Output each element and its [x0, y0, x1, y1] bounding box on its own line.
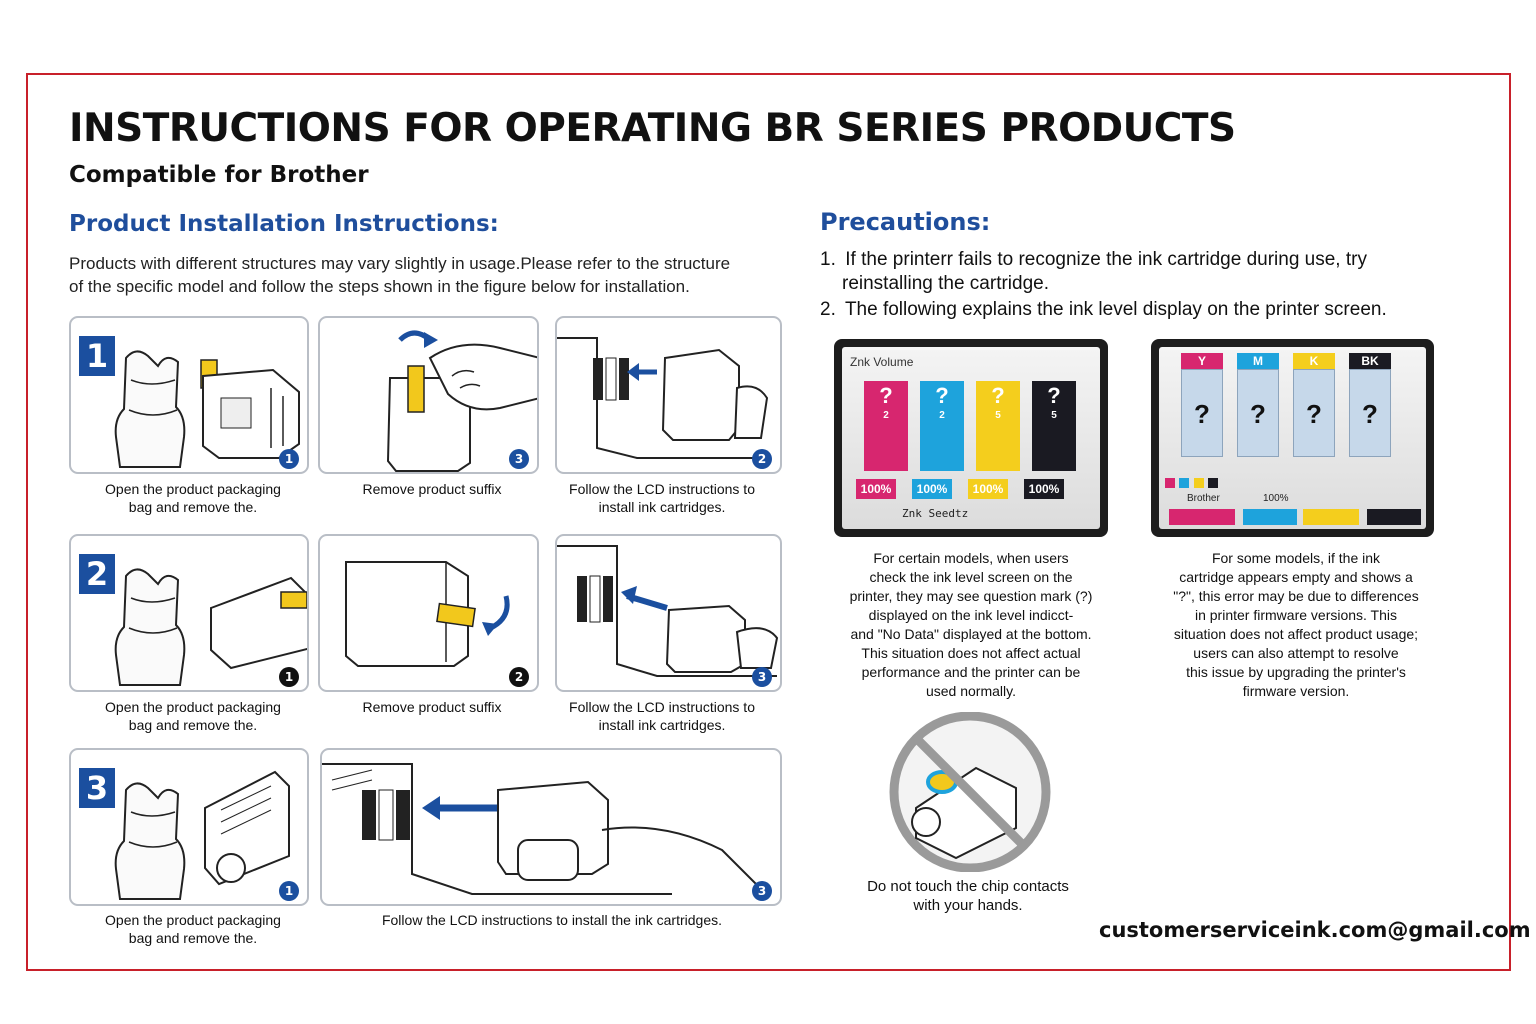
sequence-number: 3: [752, 881, 772, 901]
ink-bar: ?: [1349, 369, 1391, 457]
description-line: this issue by upgrading the printer's: [1186, 664, 1406, 680]
intro-line-2: of the specific model and follow the ste…: [69, 277, 690, 296]
caption: Follow the LCD instructions to install t…: [381, 912, 723, 928]
description-line: situation does not affect product usage;: [1173, 626, 1419, 642]
step-2-panel-3: 3: [555, 534, 782, 692]
ink-bar-label: K: [1293, 353, 1335, 369]
step-badge: 3: [79, 768, 115, 808]
question-mark: ?: [879, 383, 893, 408]
screen-1-description: For certain models, when users check the …: [826, 549, 1116, 701]
remove-tab-illustration: [386, 330, 537, 472]
ink-bar: ?2: [864, 381, 908, 471]
bar-sub: 2: [883, 410, 889, 421]
remove-suffix-illustration: [345, 561, 510, 667]
sequence-number: 1: [279, 667, 299, 687]
step-3-panel-1: 3 1: [69, 748, 309, 906]
caption: Open the product packaging bag and remov…: [105, 699, 281, 733]
precaution-item: 1. If the printerr fails to recognize th…: [820, 249, 1367, 294]
screen-brand: Brother: [1187, 493, 1220, 504]
installation-heading: Product Installation Instructions:: [69, 211, 499, 237]
warning-text: Do not touch the chip contacts with your…: [867, 878, 1069, 914]
description-line: in printer firmware versions. This: [1194, 607, 1398, 623]
installation-intro: Products with different structures may v…: [69, 252, 789, 298]
bar-sub: 5: [995, 410, 1001, 421]
mini-ink-icons: [1165, 475, 1219, 493]
step-2-panel-1: 2 1: [69, 534, 309, 692]
ink-bar: ?: [1181, 369, 1223, 457]
ink-bar-label: Y: [1181, 353, 1223, 369]
step-1-panel-2: 3: [318, 316, 539, 474]
screen-2-description: For some models, if the ink cartridge app…: [1148, 549, 1444, 701]
package-bag-illustration: [114, 770, 290, 900]
description-line: printer, they may see question mark (?): [849, 588, 1093, 604]
caption: Open the product packaging bag and remov…: [105, 912, 281, 946]
package-bag-illustration: [114, 568, 307, 686]
question-mark: ?: [991, 383, 1005, 408]
page-title: INSTRUCTIONS FOR OPERATING BR SERIES PRO…: [69, 106, 1236, 151]
step-2-panel-2: 2: [318, 534, 539, 692]
description-line: users can also attempt to resolve: [1193, 645, 1399, 661]
screen-pct: 100%: [1263, 493, 1289, 504]
ink-percent: 100%: [912, 479, 952, 499]
intro-line-1: Products with different structures may v…: [69, 254, 731, 273]
description-line: firmware version.: [1242, 683, 1350, 699]
ink-bar-label: BK: [1349, 353, 1391, 369]
ink-percent: 100%: [856, 479, 896, 499]
question-mark: ?: [935, 383, 949, 408]
step-1-panel-1: 1 1: [69, 316, 309, 474]
caption: Remove product suffix: [362, 481, 502, 497]
contact-email[interactable]: customerserviceink.com@gmail.com: [1099, 918, 1531, 942]
no-touch-chip-icon: [889, 712, 1051, 872]
ink-bar: ?: [1293, 369, 1335, 457]
screen-label: Znk Volume: [850, 355, 914, 369]
step-1-panel-3: 2: [555, 316, 782, 474]
ink-bar: ?5: [1032, 381, 1076, 471]
ink-percent: 100%: [1024, 479, 1064, 499]
page-frame: [26, 73, 1511, 971]
description-line: "?", this error may be due to difference…: [1173, 588, 1419, 604]
caption: Follow the LCD instructions to install i…: [569, 481, 755, 515]
ink-level-screen: Y?M?K?BK? Brother 100%: [1151, 339, 1434, 537]
sequence-number: 1: [279, 449, 299, 469]
description-line: displayed on the ink level indicct-: [868, 607, 1074, 623]
page-subtitle: Compatible for Brother: [69, 162, 369, 188]
step-3-panel-2: 3: [320, 748, 782, 906]
description-line: and "No Data" displayed at the bottom.: [850, 626, 1092, 642]
description-line: For some models, if the ink: [1211, 550, 1381, 566]
bar-sub: 2: [939, 410, 945, 421]
sequence-number: 2: [752, 449, 772, 469]
install-cartridge-illustration: [557, 545, 779, 677]
description-line: check the ink level screen on the: [869, 569, 1073, 585]
caption: Open the product packaging bag and remov…: [105, 481, 281, 515]
precautions-heading: Precautions:: [820, 208, 991, 236]
question-mark: ?: [1047, 383, 1061, 408]
precautions-list: 1. If the printerr fails to recognize th…: [820, 248, 1480, 324]
ink-bar-label: M: [1237, 353, 1279, 369]
sequence-number: 3: [509, 449, 529, 469]
description-line: cartridge appears empty and shows a: [1179, 569, 1413, 585]
ink-bar: ?2: [920, 381, 964, 471]
install-cartridge-illustration: [557, 337, 769, 459]
step-badge: 1: [79, 336, 115, 376]
ink-bar: ?: [1237, 369, 1279, 457]
description-line: used normally.: [925, 683, 1016, 699]
caption: Follow the LCD instructions to install i…: [569, 699, 755, 733]
caption: Remove product suffix: [362, 699, 502, 715]
sequence-number: 3: [752, 667, 772, 687]
install-cartridge-wide-illustration: [322, 763, 763, 895]
description-line: For certain models, when users: [873, 550, 1069, 566]
description-line: performance and the printer can be: [861, 664, 1081, 680]
bar-sub: 5: [1051, 410, 1057, 421]
step-badge: 2: [79, 554, 115, 594]
ink-percent: 100%: [968, 479, 1008, 499]
precaution-item: 2. The following explains the ink level …: [820, 299, 1387, 320]
sequence-number: 1: [279, 881, 299, 901]
description-line: This situation does not affect actual: [861, 645, 1081, 661]
screen-footer: Znk Seedtz: [902, 507, 969, 520]
sequence-number: 2: [509, 667, 529, 687]
ink-bar: ?5: [976, 381, 1020, 471]
